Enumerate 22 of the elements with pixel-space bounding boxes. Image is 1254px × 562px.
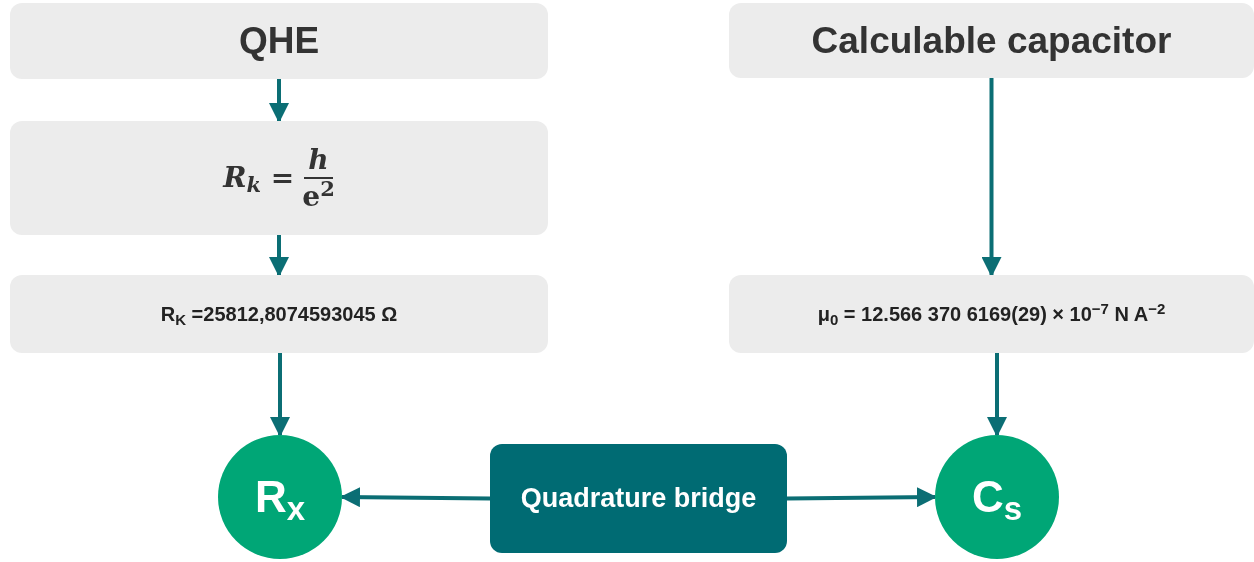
process-box <box>10 3 548 79</box>
value-box <box>10 275 548 353</box>
circle-label: C$_{s}$ <box>971 471 1023 530</box>
arrow <box>269 79 289 123</box>
arrow <box>987 353 1007 437</box>
box-title: QHE <box>238 19 320 64</box>
constant-value: μ$_{0}$ = 12.566 370 6169(29) × 10$^{−7}$ N A$^{−2}$ <box>817 299 1166 329</box>
process-box <box>729 3 1254 78</box>
numerator: h <box>304 142 333 179</box>
arrow <box>786 487 937 508</box>
bridge-box <box>490 444 787 553</box>
constant-value: R$_{K}$ =25812,8074593045 Ω <box>160 302 398 329</box>
arrow <box>269 235 289 277</box>
denominator: e$^{2}$ <box>302 179 335 214</box>
arrow <box>981 78 1002 277</box>
formula-text: R$_{k}$ = <box>223 160 295 199</box>
bridge-label: Quadrature bridge <box>520 481 757 515</box>
box-title: Calculable capacitor <box>811 18 1172 63</box>
circle-label: R$_{x}$ <box>254 471 306 530</box>
formula-box <box>10 121 548 235</box>
arrow <box>270 353 290 437</box>
value-box <box>729 275 1254 353</box>
